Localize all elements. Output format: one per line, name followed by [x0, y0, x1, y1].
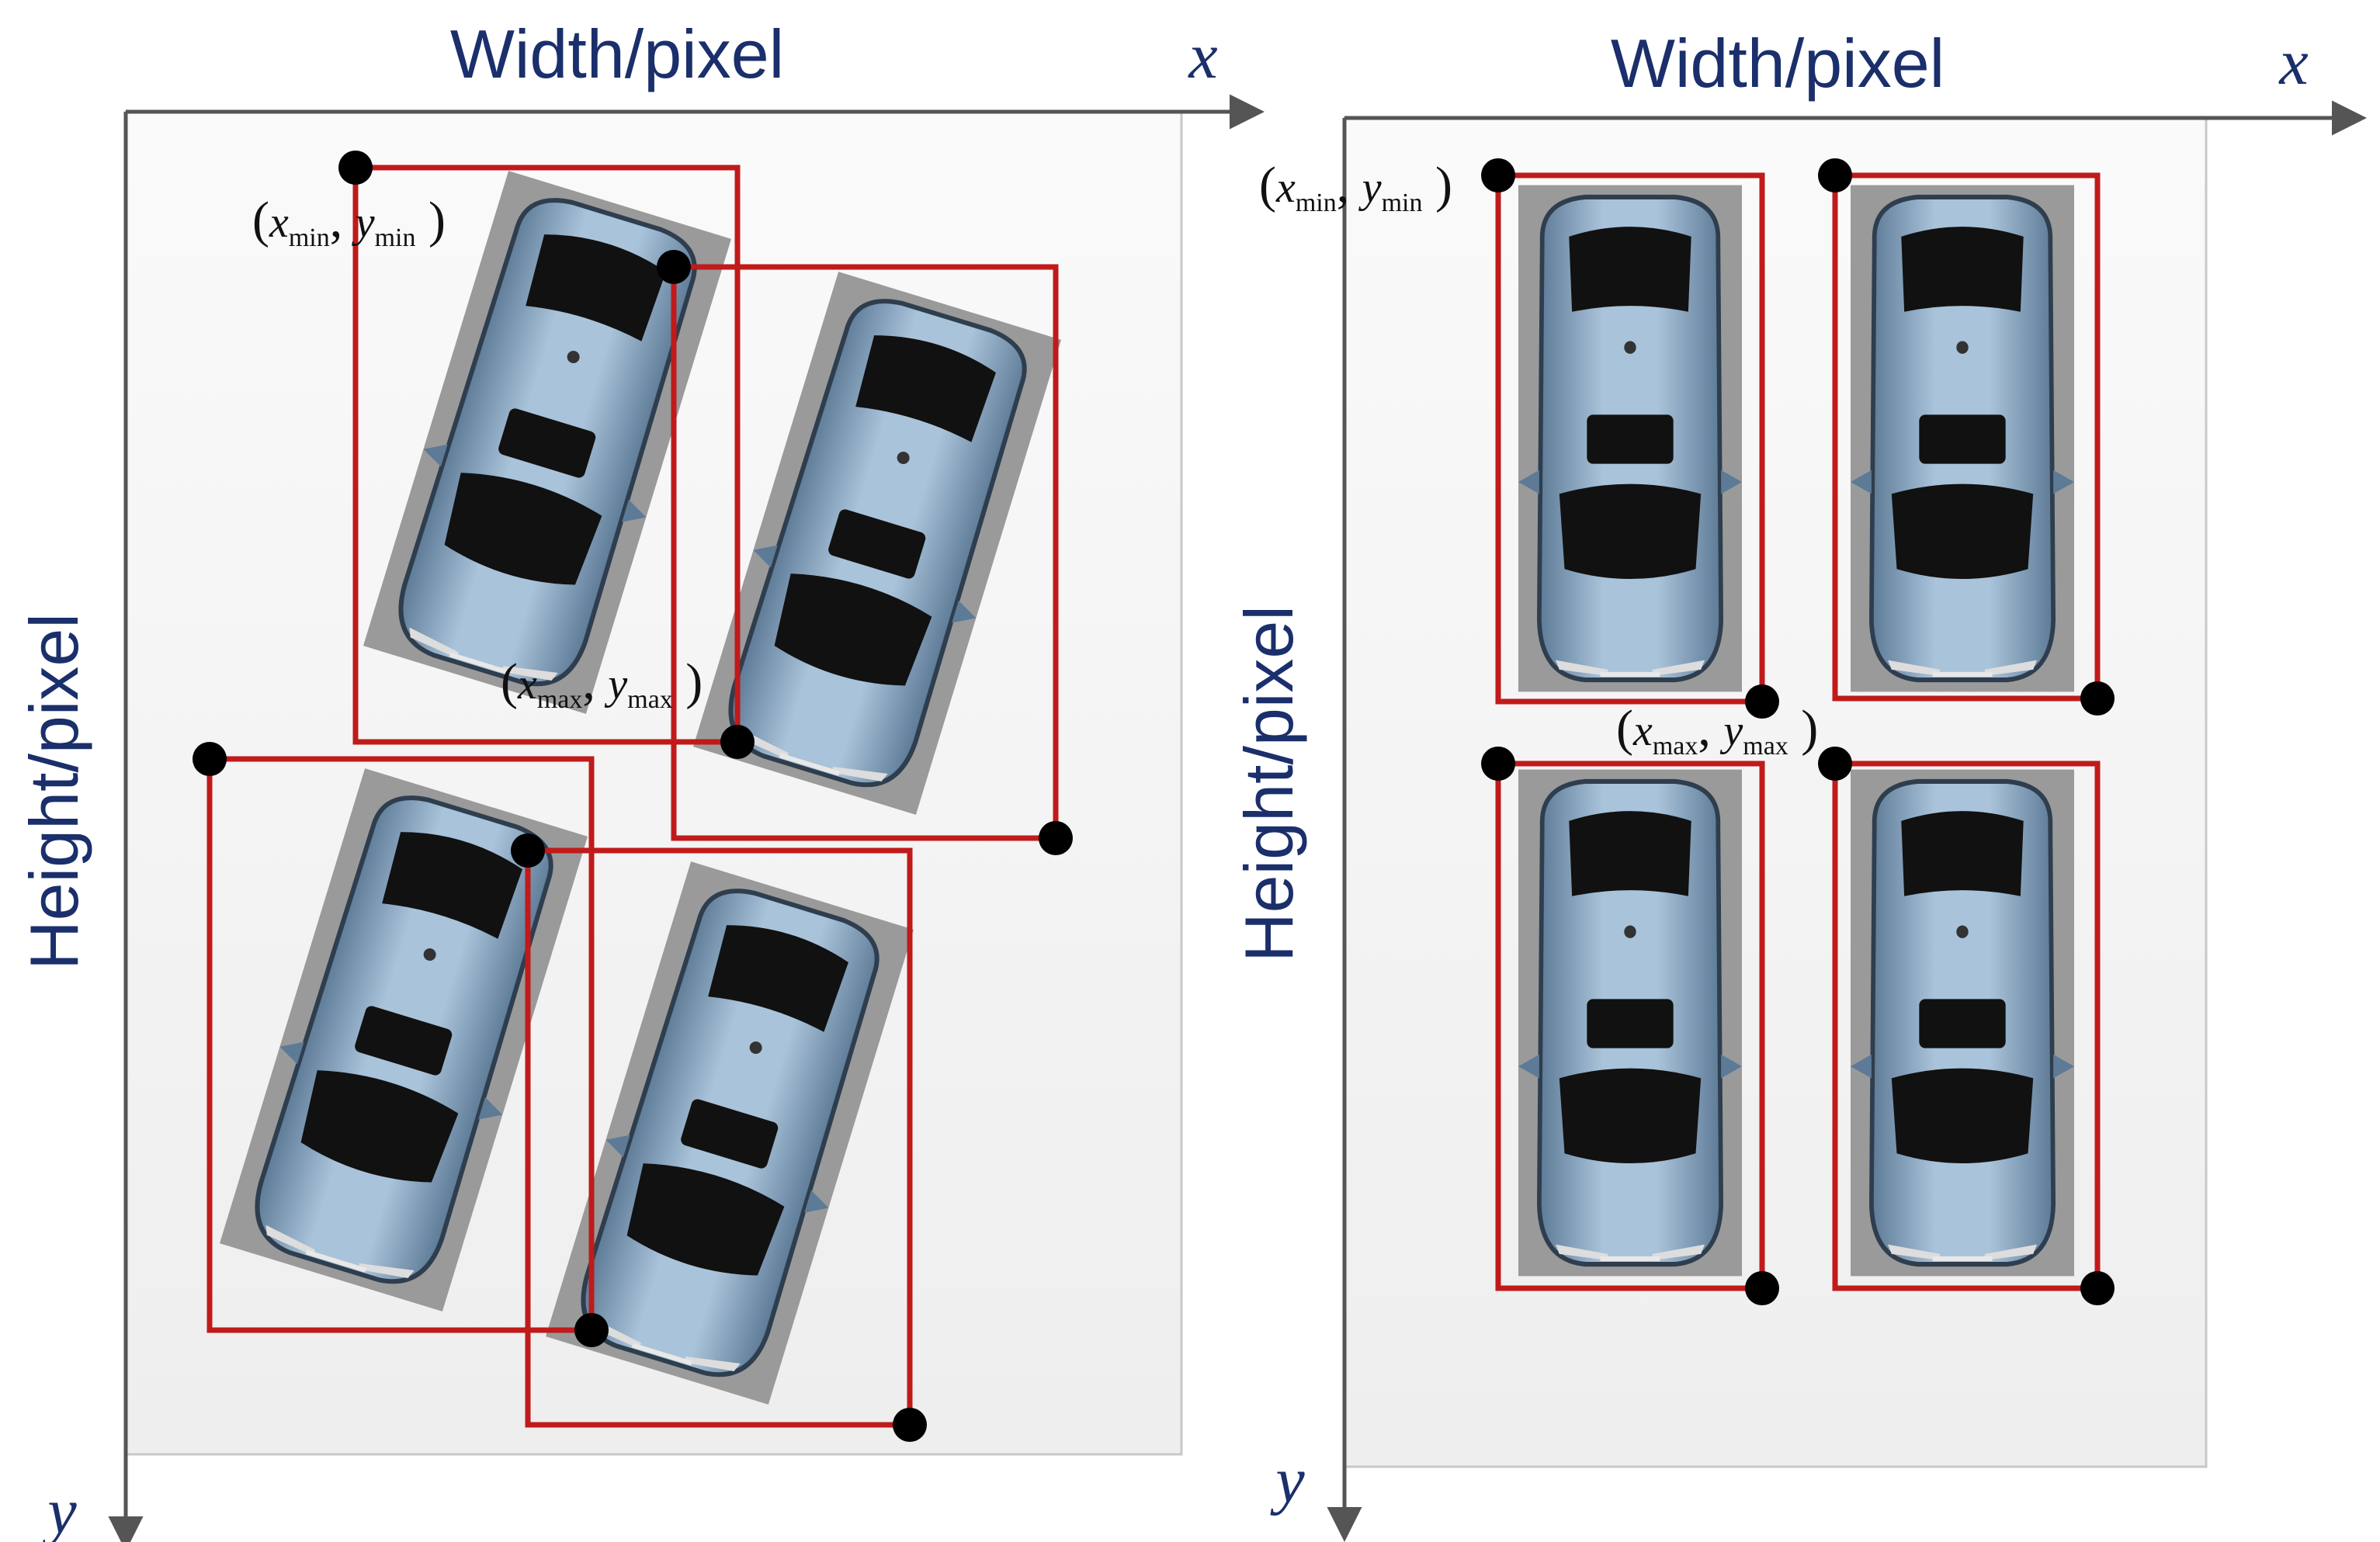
corner-point-icon — [574, 1313, 609, 1347]
right-max-corner-label: (xmax, ymax ) — [1616, 700, 1818, 761]
bounding-box — [352, 165, 741, 745]
left-max-corner-label: (xmax, ymax ) — [501, 653, 703, 714]
bounding-box — [1832, 172, 2101, 702]
corner-point-icon — [193, 742, 227, 776]
right-y-axis-variable: y — [1269, 1444, 1305, 1516]
bounding-box — [525, 847, 913, 1428]
corner-point-icon — [1818, 747, 1852, 781]
corner-point-icon — [1745, 684, 1779, 719]
right-y-axis-title: Height/pixel — [1230, 605, 1307, 962]
left-min-corner-label: (xmin, ymin ) — [252, 192, 446, 252]
right-min-corner-label: (xmin, ymin ) — [1259, 157, 1452, 217]
bounding-box — [206, 756, 595, 1333]
corner-point-icon — [720, 725, 755, 759]
corner-point-icon — [893, 1408, 927, 1442]
right-panel: Width/pixel x Height/pixel y (xmin, ymin… — [1230, 25, 2367, 1542]
bounding-box — [1495, 761, 1765, 1291]
corner-point-icon — [657, 250, 691, 284]
left-x-axis-title: Width/pixel — [450, 16, 784, 92]
corner-point-icon — [2080, 681, 2115, 716]
right-panel-background — [1343, 116, 2208, 1468]
corner-point-icon — [511, 833, 545, 868]
bounding-box — [671, 264, 1059, 841]
left-panel: Width/pixel x Height/pixel y (xmin, ymin… — [16, 16, 1265, 1542]
bounding-box — [1495, 172, 1765, 705]
corner-point-icon — [338, 151, 373, 185]
car-top-view-icon — [1518, 185, 1742, 692]
left-y-axis-title: Height/pixel — [16, 613, 92, 970]
car-top-view-icon — [1518, 770, 1742, 1277]
car-top-view-icon — [1851, 185, 2074, 692]
corner-point-icon — [1481, 747, 1515, 781]
corner-point-icon — [1745, 1271, 1779, 1305]
corner-point-icon — [1481, 158, 1515, 192]
right-x-axis-title: Width/pixel — [1611, 25, 1945, 102]
corner-point-icon — [2080, 1271, 2115, 1305]
corner-point-icon — [1818, 158, 1852, 192]
car-top-view-icon — [1851, 770, 2074, 1277]
right-x-axis-variable: x — [2278, 26, 2308, 99]
left-x-axis-variable: x — [1187, 20, 1217, 92]
left-y-axis-variable: y — [41, 1475, 77, 1542]
bounding-box — [1832, 761, 2101, 1291]
corner-point-icon — [1039, 821, 1073, 855]
